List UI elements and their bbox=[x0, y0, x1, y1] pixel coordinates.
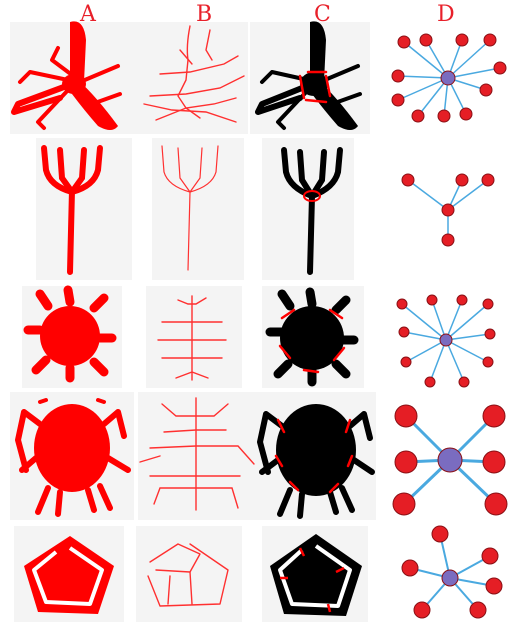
row5-d-star-graph bbox=[402, 526, 502, 618]
row2-d-star-graph bbox=[402, 174, 494, 246]
row3-d-star-graph bbox=[397, 295, 495, 387]
row4-d-star-graph bbox=[393, 405, 507, 515]
